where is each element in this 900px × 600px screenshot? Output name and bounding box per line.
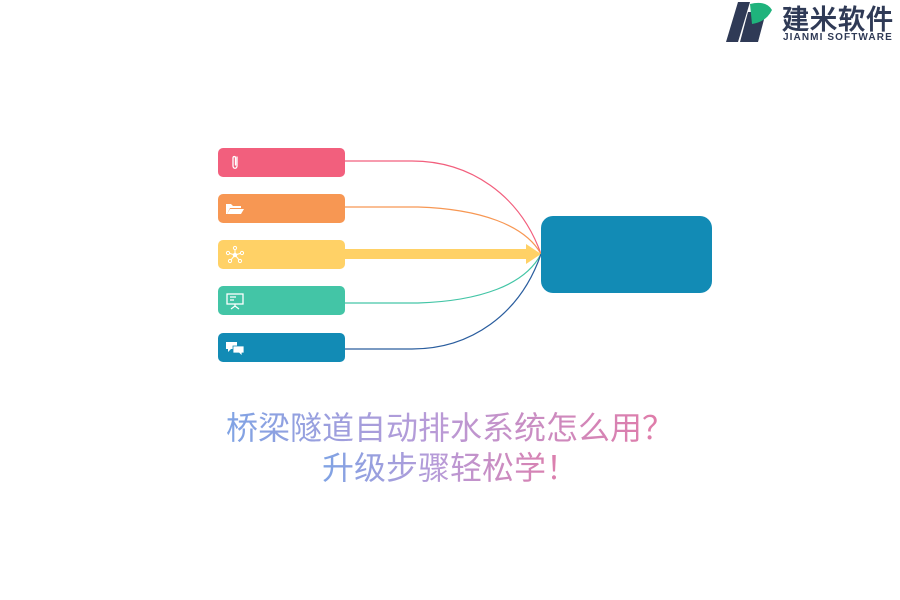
diagram-item-5: [218, 333, 345, 362]
diagram-item-2: [218, 194, 345, 223]
connector-line-5: [345, 253, 542, 350]
connector-line-1: [345, 160, 542, 255]
chat-bubbles-icon: [226, 342, 245, 357]
connector-arrowhead: [526, 244, 541, 264]
network-icon: [225, 245, 245, 264]
page-title-line-2: 升级步骤轻松学！: [0, 448, 900, 488]
diagram-hub-box: [541, 216, 712, 293]
jianmi-logo-mark-icon: [726, 2, 772, 42]
diagram-item-3: [218, 240, 345, 269]
presentation-board-icon: [226, 293, 244, 310]
connector-line-4: [345, 253, 542, 304]
page-title-line-1: 桥梁隧道自动排水系统怎么用？: [0, 408, 900, 448]
folder-open-icon: [226, 204, 244, 214]
title-text-1: 桥梁隧道自动排水系统怎么用？: [225, 409, 674, 447]
brand-name-en: JIANMI SOFTWARE: [783, 32, 893, 43]
title-text-2: 升级步骤轻松学！: [321, 449, 578, 487]
diagram-item-4: [218, 286, 345, 315]
brand-name-cn: 建米软件: [782, 5, 894, 36]
paperclip-icon: [232, 155, 238, 169]
connector-line-2: [345, 206, 542, 255]
diagram-item-1: [218, 148, 345, 177]
brand-logo: 建米软件 JIANMI SOFTWARE: [726, 0, 900, 48]
